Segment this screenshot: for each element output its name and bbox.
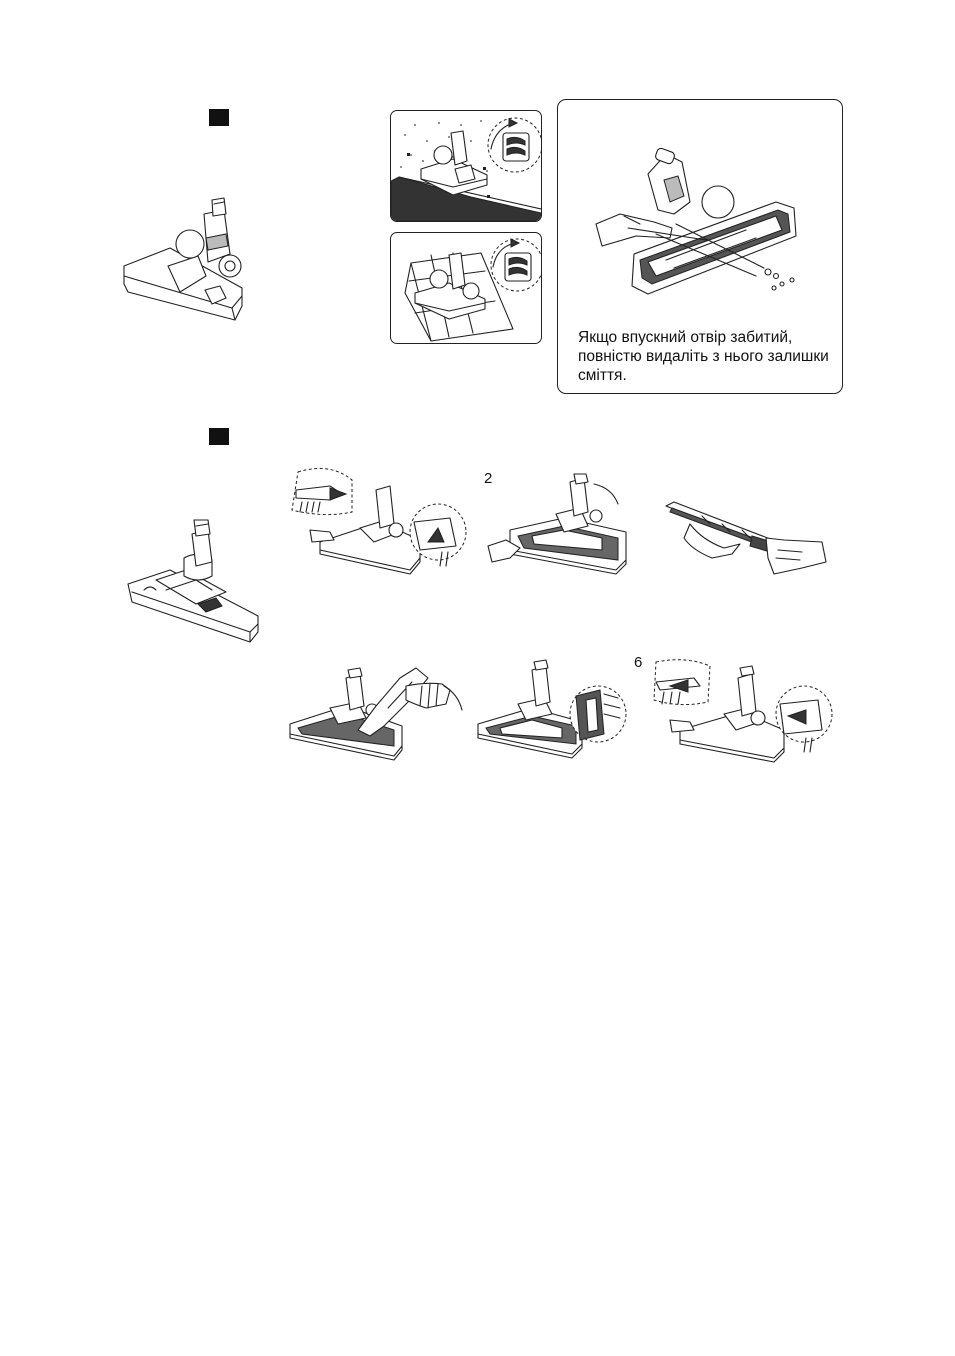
inlet-cleaning-illustration: [596, 150, 806, 298]
hard-floor-position-panel: [390, 232, 542, 344]
step-4-illustration: [286, 664, 468, 764]
step-2-illustration: [484, 474, 634, 578]
turbo-brush-illustration: [126, 520, 260, 644]
step-5-illustration: [472, 658, 628, 762]
section-2-marker: [209, 428, 229, 445]
step-6-label: 6: [634, 654, 642, 671]
section-1-marker: [209, 109, 229, 126]
carpet-position-panel: [390, 110, 542, 222]
step-3-illustration: [662, 500, 828, 576]
combination-nozzle-illustration: [120, 196, 250, 324]
callout-line-2: повністю видаліть з нього залишки: [578, 347, 838, 366]
blocked-inlet-callout: Якщо впускний отвір забитий, повністю ви…: [557, 99, 843, 394]
callout-line-1: Якщо впускний отвір забитий,: [578, 328, 838, 347]
step-1-illustration: [290, 466, 466, 580]
callout-line-3: сміття.: [578, 366, 838, 385]
step-6-illustration: [650, 660, 832, 766]
callout-text: Якщо впускний отвір забитий, повністю ви…: [578, 328, 838, 385]
